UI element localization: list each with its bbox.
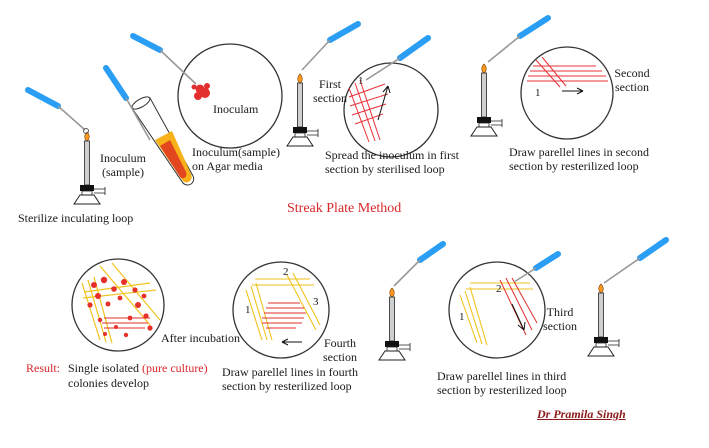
inoculum-sample-label: Inoculum (sample): [97, 151, 149, 179]
result-text-line2: colonies develop: [68, 376, 149, 390]
second-section-line2: section: [615, 80, 649, 94]
first-section-label: First section: [310, 77, 350, 105]
number-1-second: 1: [535, 87, 541, 99]
draw-second-line1: Draw parellel lines in second: [509, 145, 649, 159]
spread-label: Spread the inoculum in first section by …: [325, 148, 459, 176]
plate-fourth-section: [232, 261, 330, 359]
test-tube: [131, 96, 195, 186]
plate-second-section: [520, 46, 614, 140]
sterilize-label: Sterilize inculating loop: [18, 211, 134, 225]
page-title: Streak Plate Method: [287, 201, 402, 216]
first-section-line1: First: [318, 77, 341, 91]
inoculum-label-line2: (sample): [102, 165, 144, 179]
draw-fourth-line1: Draw parellel lines in fourth: [222, 365, 358, 379]
fourth-section-line1: Fourth: [323, 336, 356, 350]
fourth-section-line2: section: [323, 350, 357, 364]
draw-second-label: Draw parellel lines in second section by…: [509, 145, 649, 173]
spread-line2: section by sterilised loop: [325, 162, 445, 176]
first-section-line2: section: [313, 91, 347, 105]
number-3-fourth: 3: [313, 296, 319, 308]
result-text-1: Single isolated: [68, 361, 139, 375]
inoculum-agar-label: Inoculum(sample) on Agar media: [192, 145, 280, 173]
third-section-line2: section: [543, 319, 577, 333]
draw-fourth-line2: section by resterilized loop: [222, 379, 352, 393]
second-section-label: Second section: [608, 66, 656, 94]
burner-5: [587, 283, 620, 357]
loop-2: [103, 65, 151, 141]
number-1-first: 1: [358, 75, 364, 87]
draw-second-line2: section by resterilized loop: [509, 159, 639, 173]
number-2-fourth: 2: [283, 266, 289, 278]
draw-fourth-label: Draw parellel lines in fourth section by…: [222, 365, 358, 393]
inoculam-label: Inoculam: [213, 102, 259, 116]
result-text-line1: Single isolated (pure culture): [68, 361, 208, 375]
second-section-line1: Second: [614, 66, 650, 80]
burner-3: [470, 63, 503, 137]
plate-third-section: [448, 261, 546, 359]
number-1-fourth: 1: [245, 304, 251, 316]
plate-inoculum: [177, 43, 283, 149]
draw-third-line1: Draw parellel lines in third: [437, 369, 567, 383]
inoculum-label-line1: Inoculum: [100, 151, 146, 165]
loop-6: [487, 15, 551, 63]
spread-line1: Spread the inoculum in first: [325, 148, 459, 162]
after-incubation-label: After incubation: [161, 331, 240, 345]
result-label: Result:: [26, 361, 61, 375]
author-signature: Dr Pramila Singh: [537, 407, 626, 421]
loop-9: [603, 237, 669, 284]
loop-1: [25, 87, 89, 134]
draw-third-label: Draw parellel lines in third section by …: [437, 369, 567, 397]
third-section-label: Third section: [538, 305, 582, 333]
draw-third-line2: section by resterilized loop: [437, 383, 567, 397]
number-2-third: 2: [496, 283, 502, 295]
plate-first-section: [343, 62, 439, 158]
inoculum-agar-line1: Inoculum(sample): [192, 145, 280, 159]
burner-4: [378, 287, 411, 361]
loop-7: [393, 241, 446, 287]
number-1-third: 1: [459, 311, 465, 323]
pure-culture: (pure culture): [142, 361, 208, 375]
loop-3: [130, 33, 197, 85]
inoculum-agar-line2: on Agar media: [192, 159, 263, 173]
loop-8: [513, 251, 561, 283]
plate-result: [71, 258, 165, 352]
fourth-section-label: Fourth section: [317, 336, 363, 364]
loop-5: [365, 35, 431, 81]
third-section-line1: Third: [546, 305, 574, 319]
loop-4: [301, 21, 361, 71]
